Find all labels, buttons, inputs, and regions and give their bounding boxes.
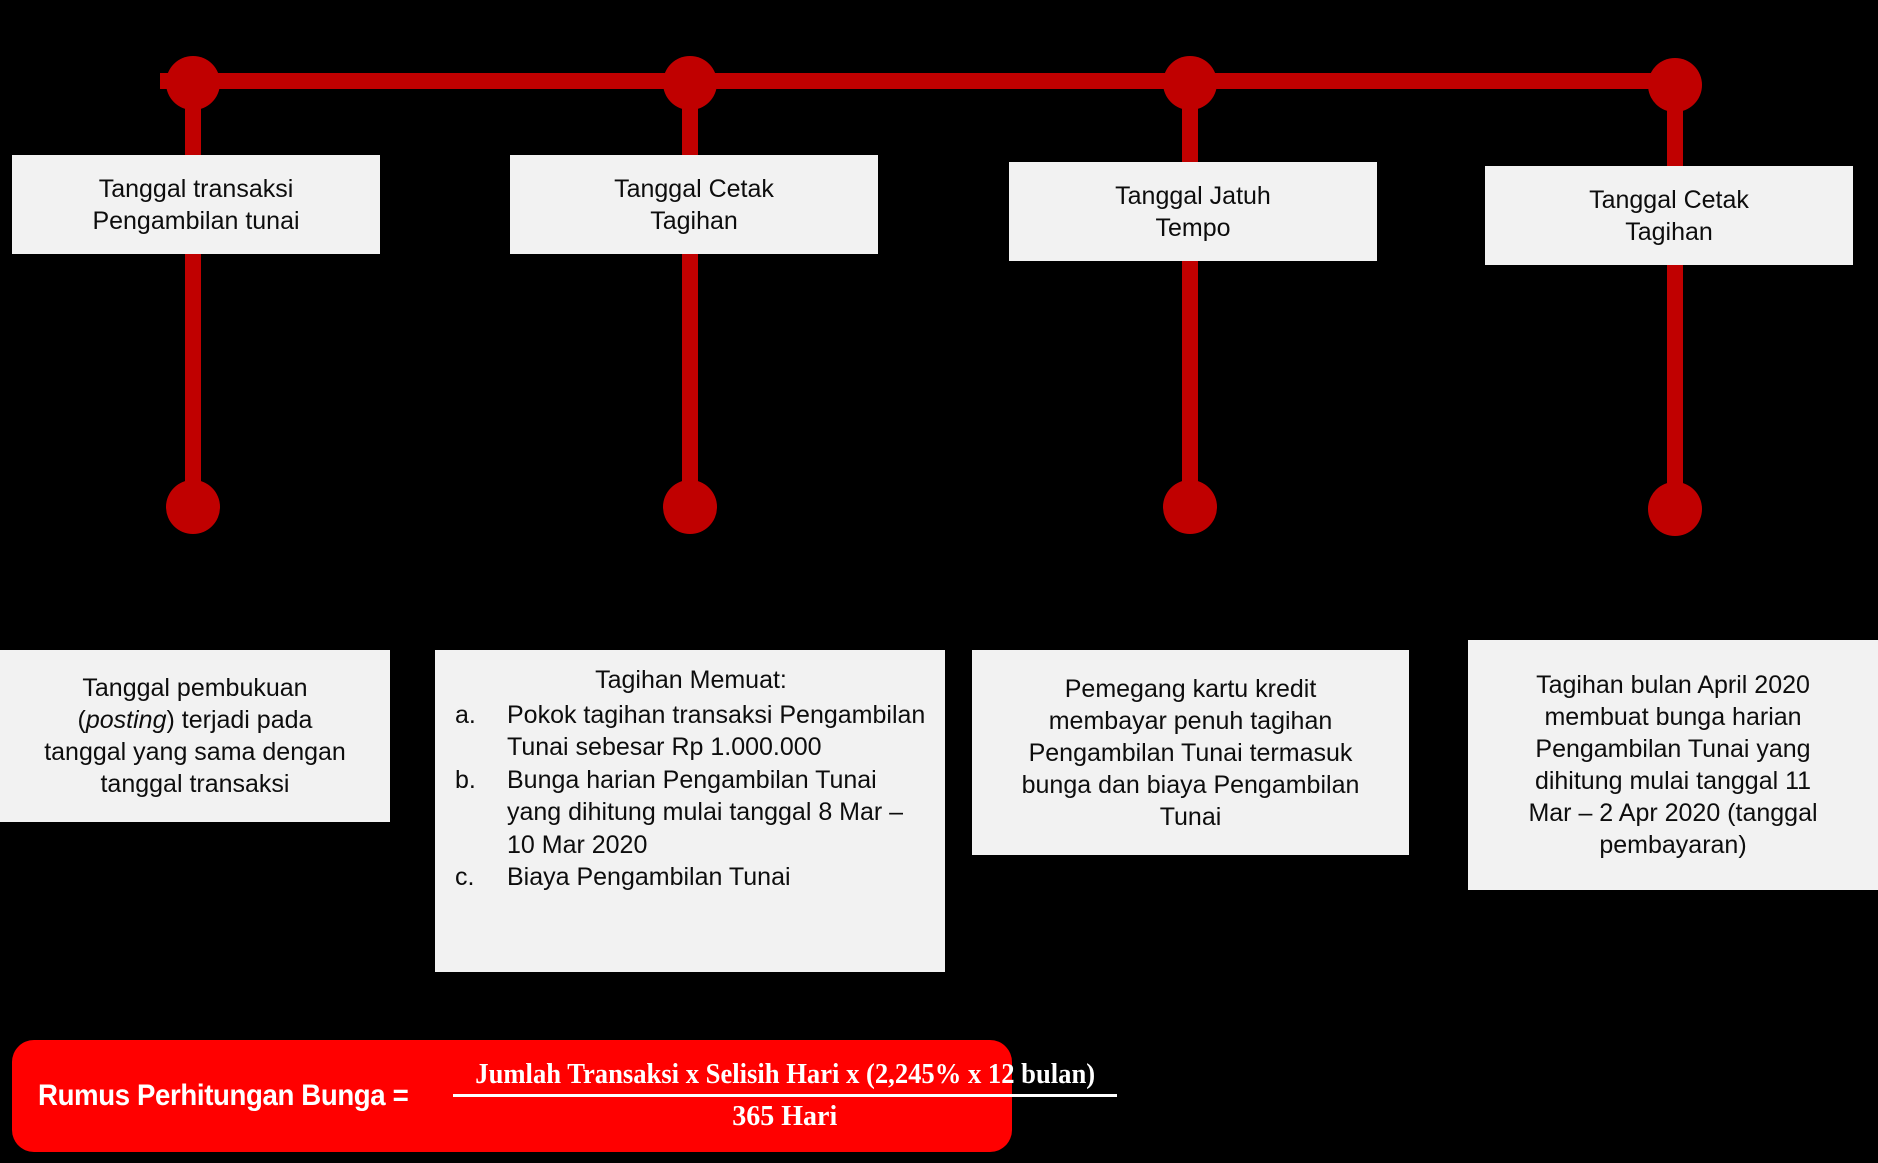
detail-d1-line1: Tanggal pembukuan <box>82 674 308 702</box>
list-item: c. Biaya Pengambilan Tunai <box>451 861 931 894</box>
detail-box-d3[interactable]: Pemegang kartu kredit membayar penuh tag… <box>972 650 1409 855</box>
milestone-m2-line1: Tanggal Cetak <box>614 174 774 203</box>
detail-d1-line3: tanggal yang sama dengan <box>44 738 346 766</box>
formula-denominator: 365 Hari <box>732 1101 838 1132</box>
list-item-text: Pokok tagihan transaksi Pengambilan Tuna… <box>507 700 926 762</box>
interest-formula-bar[interactable]: Rumus Perhitungan Bunga = Jumlah Transak… <box>12 1040 1117 1152</box>
milestone-m1-line2: Pengambilan tunai <box>92 206 300 235</box>
timeline-node-m1[interactable] <box>166 56 220 110</box>
list-item-text: Bunga harian Pengambilan Tunai yang dihi… <box>507 765 904 859</box>
timeline-node-m4[interactable] <box>1648 58 1702 112</box>
detail-d3-line4: bunga dan biaya Pengambilan <box>1021 770 1360 799</box>
detail-d1-italic-posting: posting <box>85 706 167 734</box>
detail-d4-line3: Pengambilan Tunai yang <box>1535 735 1811 763</box>
detail-d4-line1: Tagihan bulan April 2020 <box>1536 671 1810 699</box>
list-item-marker: c. <box>455 863 475 891</box>
detail-d3-line2: membayar penuh tagihan <box>1048 706 1333 735</box>
timeline-endpoint-m4[interactable] <box>1648 482 1702 536</box>
connector-m4-bottom <box>1667 215 1683 507</box>
detail-d2-list: a. Pokok tagihan transaksi Pengambilan T… <box>451 699 931 894</box>
detail-d1-line2: (posting) terjadi pada <box>10 704 380 736</box>
detail-d3-line5: Tunai <box>1159 802 1222 831</box>
list-item-text: Biaya Pengambilan Tunai <box>507 863 791 891</box>
detail-d3-line3: Pengambilan Tunai termasuk <box>1028 738 1353 767</box>
detail-d4-line5: Mar – 2 Apr 2020 (tanggal <box>1528 799 1818 827</box>
detail-d3-line1: Pemegang kartu kredit <box>1064 674 1317 703</box>
formula-label: Rumus Perhitungan Bunga = <box>38 1079 409 1112</box>
milestone-m3-line2: Tempo <box>1155 213 1231 242</box>
detail-box-d2[interactable]: Tagihan Memuat: a. Pokok tagihan transak… <box>435 650 945 972</box>
milestone-m4-line1: Tanggal Cetak <box>1589 185 1749 214</box>
detail-box-d1[interactable]: Tanggal pembukuan (posting) terjadi pada… <box>0 650 390 822</box>
connector-m3-bottom <box>1182 210 1198 505</box>
milestone-m1-line1: Tanggal transaksi <box>98 174 294 203</box>
milestone-box-m4[interactable]: Tanggal Cetak Tagihan <box>1485 166 1853 265</box>
detail-box-d4[interactable]: Tagihan bulan April 2020 membuat bunga h… <box>1468 640 1878 890</box>
milestone-m2-line2: Tagihan <box>650 206 738 235</box>
formula-fraction: Jumlah Transaksi x Selisih Hari x (2,245… <box>452 1059 1117 1133</box>
milestone-m4-line2: Tagihan <box>1625 217 1713 246</box>
list-item: b. Bunga harian Pengambilan Tunai yang d… <box>451 764 931 862</box>
connector-m1-bottom <box>185 205 201 505</box>
detail-d4-line4: dihitung mulai tanggal 11 <box>1534 767 1812 795</box>
timeline-endpoint-m3[interactable] <box>1163 480 1217 534</box>
detail-d4-line6: pembayaran) <box>1599 831 1747 859</box>
timeline-horizontal-line <box>160 73 1678 89</box>
detail-d2-title: Tagihan Memuat: <box>595 666 787 694</box>
milestone-box-m3[interactable]: Tanggal Jatuh Tempo <box>1009 162 1377 261</box>
connector-m2-bottom <box>682 205 698 505</box>
timeline-endpoint-m2[interactable] <box>663 480 717 534</box>
formula-fraction-bar <box>452 1094 1117 1097</box>
list-item-marker: a. <box>455 700 476 729</box>
timeline-node-m3[interactable] <box>1163 56 1217 110</box>
list-item: a. Pokok tagihan transaksi Pengambilan T… <box>451 699 931 764</box>
detail-d1-paren-open: ( <box>77 706 86 734</box>
detail-d4-line2: membuat bunga harian <box>1544 703 1802 731</box>
milestone-m3-line1: Tanggal Jatuh <box>1115 181 1271 210</box>
detail-d1-line2-suffix: ) terjadi pada <box>166 706 313 734</box>
formula-numerator: Jumlah Transaksi x Selisih Hari x (2,245… <box>474 1059 1095 1090</box>
list-item-marker: b. <box>455 765 476 794</box>
timeline-endpoint-m1[interactable] <box>166 480 220 534</box>
milestone-box-m2[interactable]: Tanggal Cetak Tagihan <box>510 155 878 254</box>
detail-d1-line4: tanggal transaksi <box>100 770 290 798</box>
milestone-box-m1[interactable]: Tanggal transaksi Pengambilan tunai <box>12 155 380 254</box>
timeline-node-m2[interactable] <box>663 56 717 110</box>
